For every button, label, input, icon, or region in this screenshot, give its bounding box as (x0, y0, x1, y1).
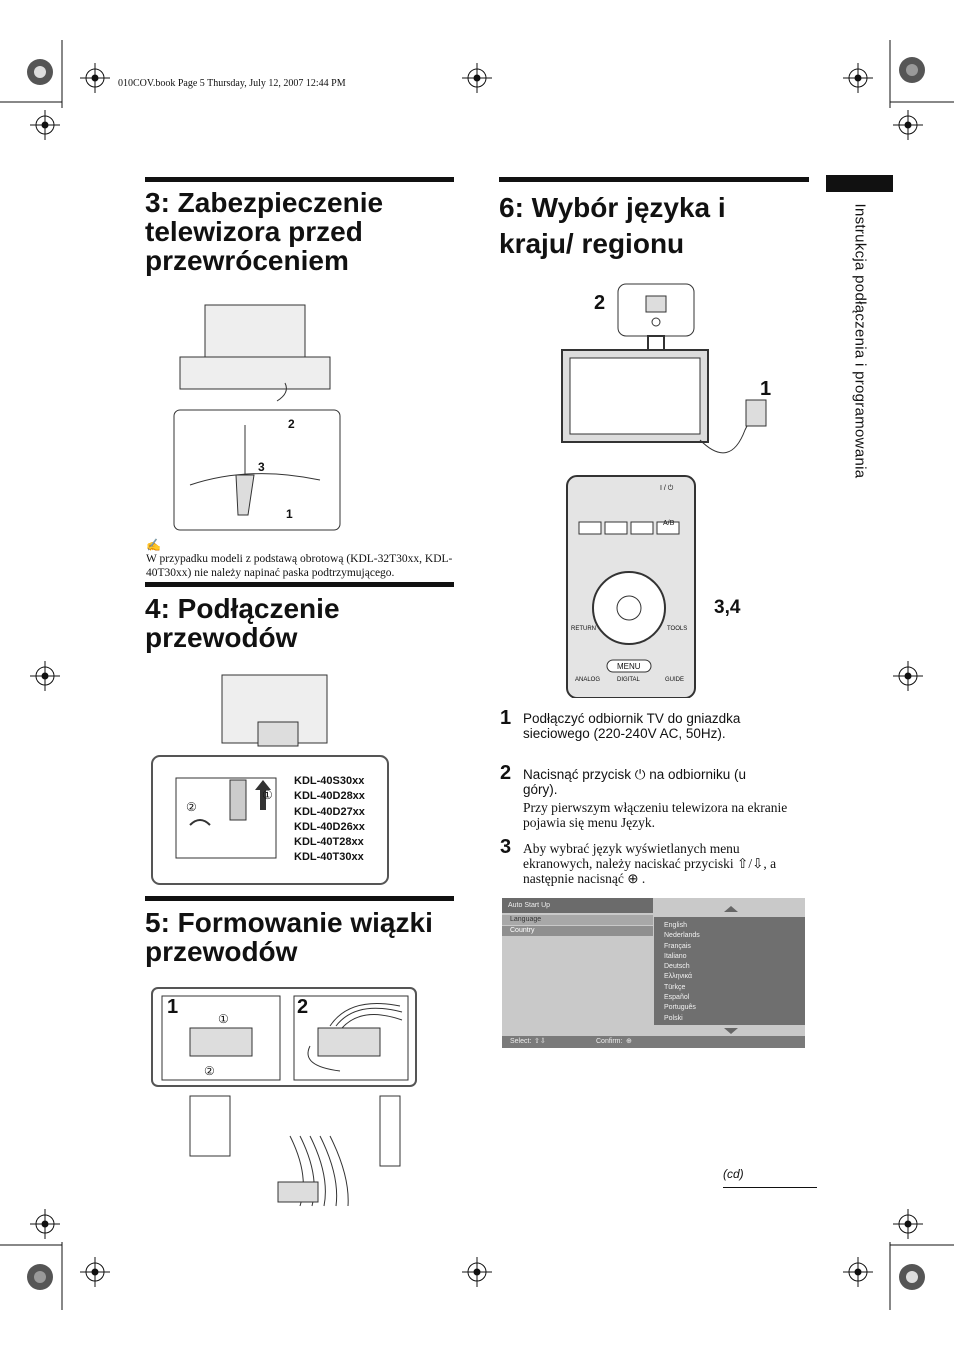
section4-illustration (151, 674, 389, 885)
section3-note: W przypadku modeli z podstawą obrotową (… (146, 553, 453, 579)
section4-callout-1: ① (262, 788, 273, 802)
updown-key-icon: ⇧⇩ (534, 1038, 546, 1045)
remote-guide-label: GUIDE (665, 677, 685, 683)
language-option[interactable]: Ελληνικά (664, 973, 693, 981)
tv-callout-2: 2 (594, 292, 606, 314)
footer-confirm-label: Confirm: (596, 1038, 623, 1045)
section3-illustration (173, 304, 341, 531)
remote-digital-label: DIGITAL (617, 677, 640, 683)
color-wheel-icon (27, 57, 925, 1290)
remote-tools-label: TOOLS (667, 626, 688, 632)
section5-callout-2: ② (204, 1064, 215, 1078)
header-stamp: 010COV.book Page 5 Thursday, July 12, 20… (118, 78, 346, 89)
language-option[interactable]: Nederlands (664, 932, 700, 940)
section5-panel-label-1: 1 (167, 996, 179, 1018)
section5-illustration (151, 987, 417, 1207)
footer-select-label: Select: (510, 1038, 532, 1045)
language-option[interactable]: Español (664, 994, 690, 1002)
section4-callout-2: ② (186, 800, 197, 814)
step-2-subtext: Przy pierwszym włączeniu telewizora na e… (523, 800, 788, 830)
language-list: English Nederlands Français Italiano Deu… (664, 921, 700, 1024)
section3-callout-1: 1 (286, 507, 293, 521)
remote-return-label: RETURN (571, 626, 596, 632)
section5-callout-1: ① (218, 1012, 229, 1026)
remote-callout: 3,4 (714, 597, 741, 618)
language-option[interactable]: Français (664, 942, 691, 950)
menu-item-country[interactable]: Country (510, 927, 535, 934)
remote-menu-button: MENU (617, 662, 641, 671)
menu-highlight (502, 915, 653, 925)
step-1-text: Podłączyć odbiornik TV do gniazdka sieci… (523, 711, 741, 741)
model-item: KDL-40S30xx (294, 775, 365, 787)
menu-footer: Select: ⇧⇩ Confirm: ⊕ (502, 1036, 805, 1048)
tv-illustration (561, 283, 767, 454)
remote-power-label: I / ⏻ (660, 485, 674, 492)
scroll-up-arrow-icon[interactable] (724, 906, 738, 912)
section3-rule (145, 177, 454, 182)
section4-rule (145, 582, 454, 587)
remote-analog-label: ANALOG (575, 677, 601, 683)
section3-callout-3: 3 (258, 460, 265, 474)
language-option[interactable]: English (664, 922, 687, 929)
scroll-down-arrow-icon[interactable] (724, 1028, 738, 1034)
step-2-number: 2 (500, 762, 512, 784)
language-option[interactable]: Türkçe (664, 983, 686, 991)
model-item: KDL-40D27xx (294, 805, 365, 818)
side-tab-bar (826, 175, 893, 192)
language-option[interactable]: Deutsch (664, 963, 690, 971)
model-item: KDL-40T30xx (294, 851, 364, 864)
page-footer: (cd) (723, 1167, 744, 1181)
step-3-text: Aby wybrać język wyświetlanych menu ekra… (523, 841, 777, 886)
remote-ab-label: A/B (663, 520, 675, 527)
section3-callout-2: 2 (288, 417, 295, 431)
language-option[interactable]: Italiano (664, 952, 687, 960)
pencil-note-icon: ✍ (146, 538, 161, 552)
model-item: KDL-40D26xx (294, 820, 365, 833)
power-icon: ⏻ (634, 767, 646, 782)
section5-panel-label-2: 2 (297, 996, 309, 1018)
menu-title: Auto Start Up (502, 898, 653, 913)
remote-illustration (566, 475, 696, 698)
step-3-number: 3 (500, 836, 512, 858)
side-tab-label: Instrukcja podłączenia i programowania (851, 203, 869, 479)
section6-title: 6: Wybór języka i kraju/ regionu (499, 192, 726, 259)
menu-highlight-country (502, 926, 653, 936)
menu-item-language[interactable]: Language (510, 916, 542, 923)
model-item: KDL-40T28xx (294, 836, 364, 849)
section3-title: 3: Zabezpieczenie telewizora przed przew… (145, 187, 384, 276)
language-list-panel (654, 917, 805, 1025)
confirm-key-icon: ⊕ (626, 1038, 632, 1045)
section5-title: 5: Formowanie wiązki przewodów (145, 907, 433, 967)
section4-title: 4: Podłączenie przewodów (145, 593, 340, 653)
footer-rule (723, 1187, 817, 1188)
section5-rule (145, 896, 454, 901)
section6-rule (499, 177, 809, 182)
step-2-text: Nacisnąć przycisk ⏻ na odbiorniku (u gór… (523, 767, 747, 797)
tv-callout-1: 1 (760, 378, 772, 400)
model-item: KDL-40D28xx (294, 790, 365, 803)
language-option[interactable]: Português (664, 1004, 696, 1012)
section4-model-list: KDL-40S30xx KDL-40D28xx KDL-40D27xx KDL-… (294, 774, 365, 866)
registration-target-icon (30, 63, 923, 1287)
language-option[interactable]: Polski (664, 1014, 683, 1022)
step-1-number: 1 (500, 707, 512, 729)
